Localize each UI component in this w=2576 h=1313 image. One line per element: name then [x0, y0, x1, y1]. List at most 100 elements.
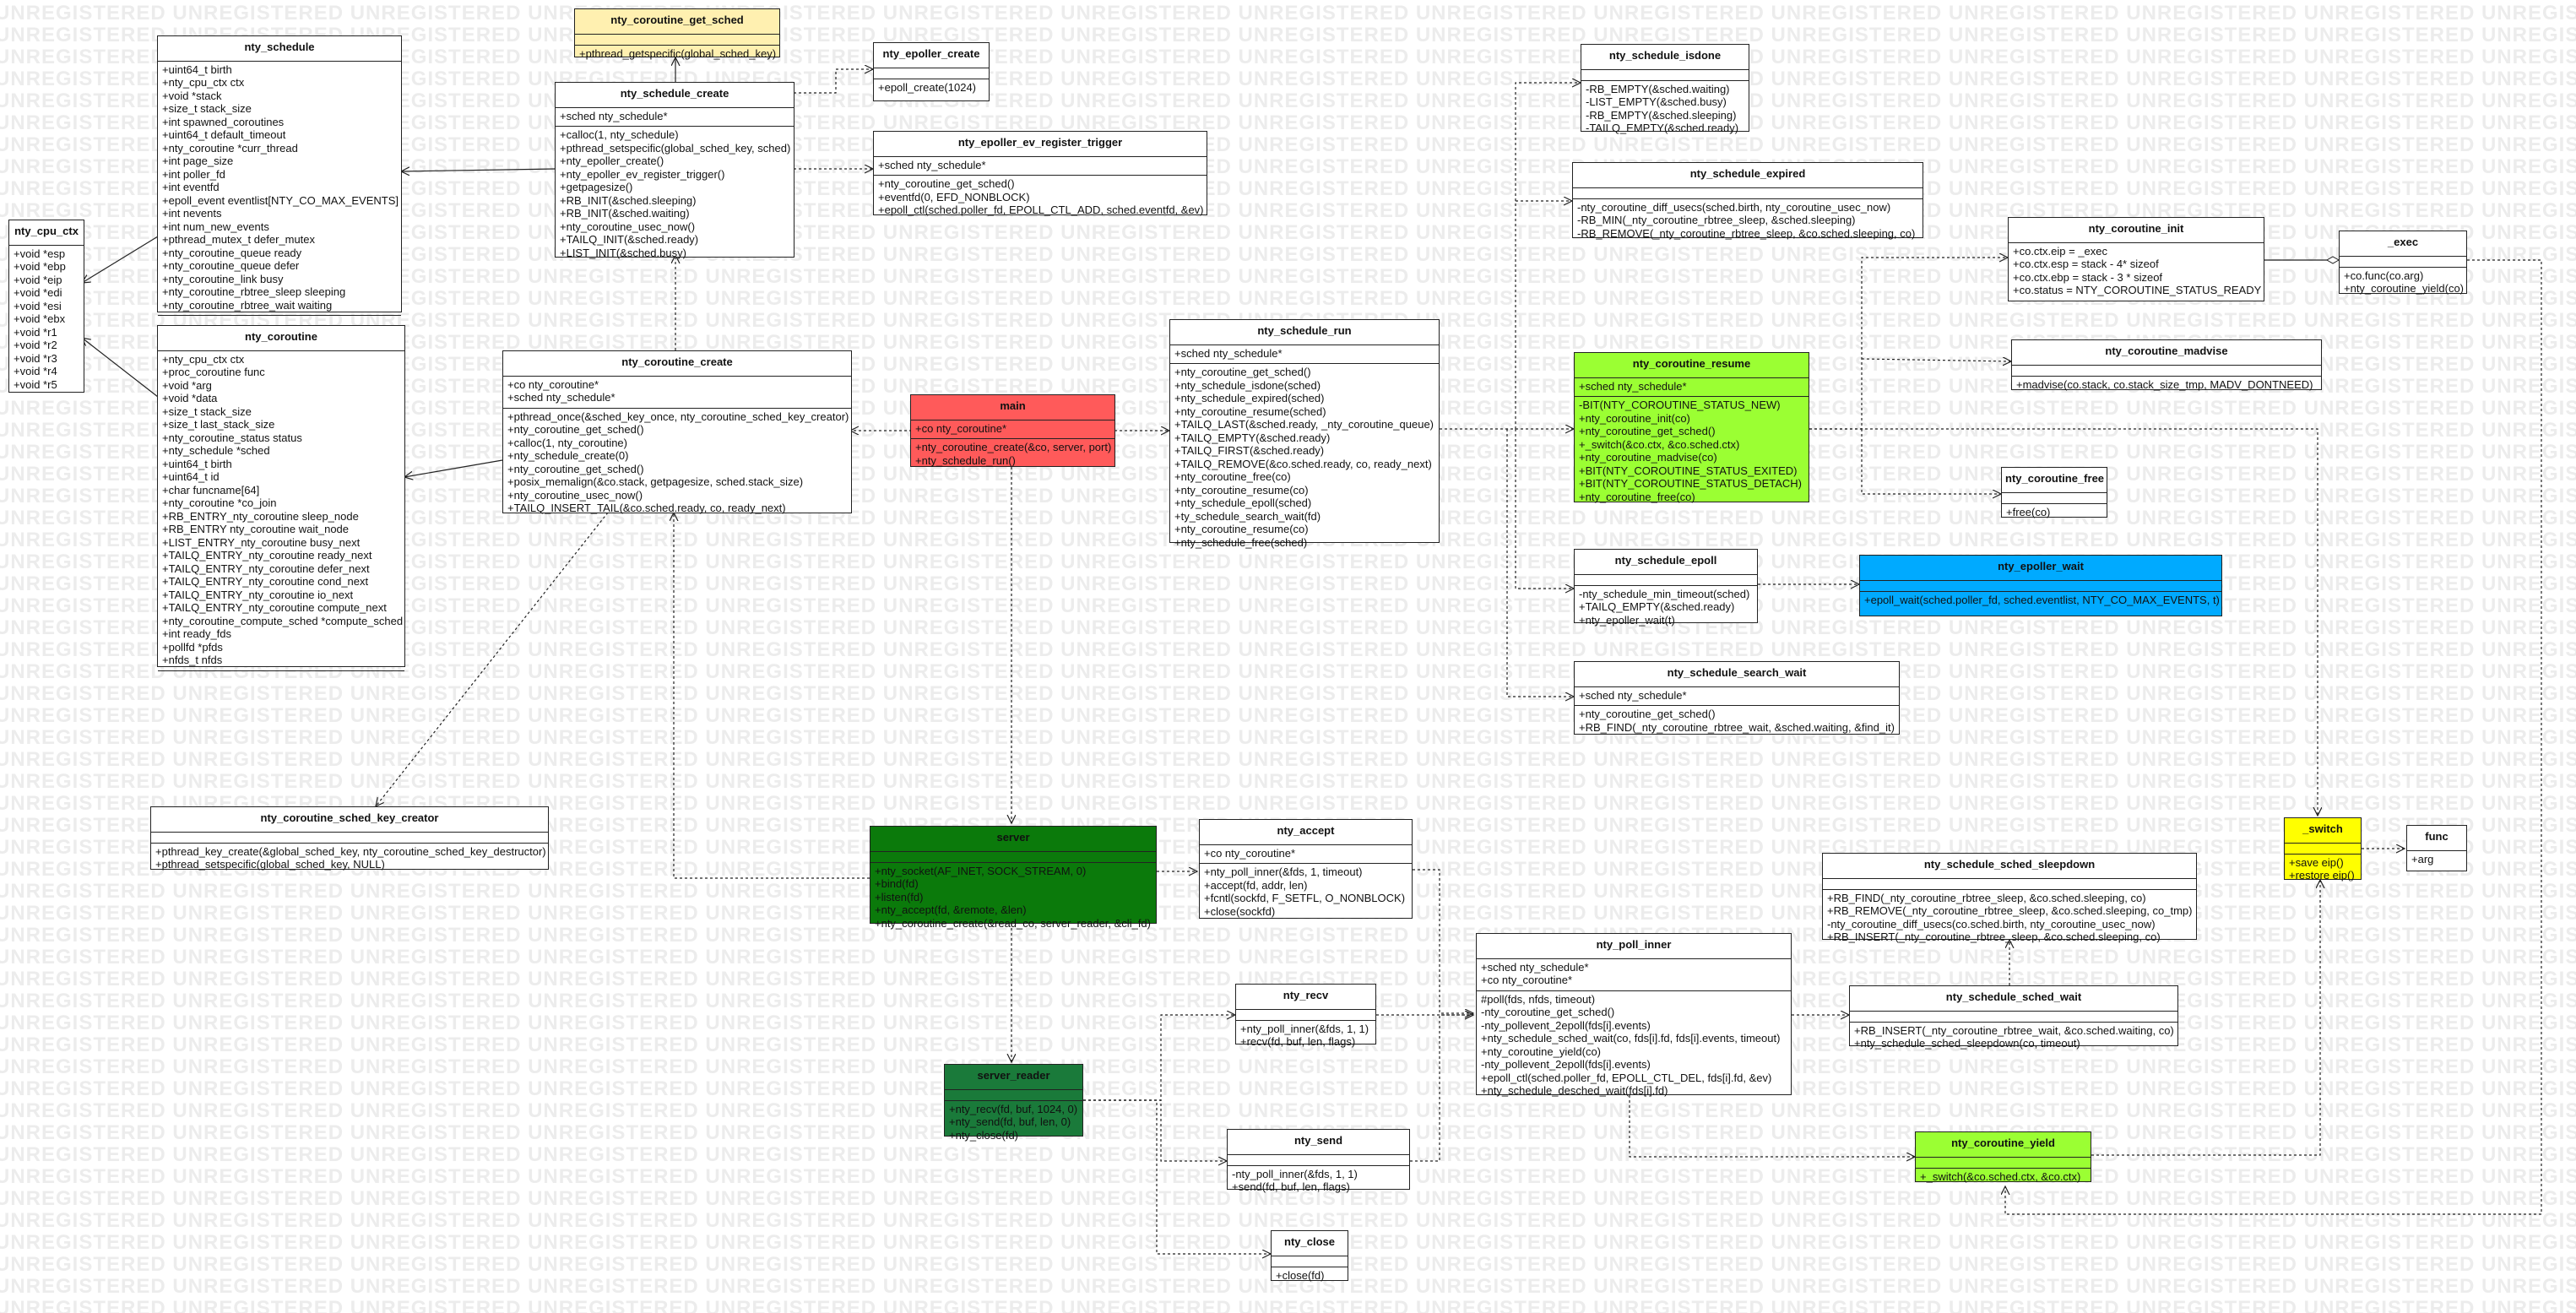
class-member: +TAILQ_EMPTY(&sched.ready): [1579, 600, 1735, 613]
class-member: -nty_poll_inner(&fds, 1, 1): [1232, 1167, 1358, 1180]
class-member: +TAILQ_INIT(&sched.ready): [560, 233, 699, 246]
class-member: +nty_send(fd, buf, len, 0): [949, 1115, 1071, 1128]
class-attributes: +sched nty_schedule*: [1575, 378, 1809, 397]
class-member: +nty_coroutine_rbtree_sleep sleeping: [162, 285, 346, 298]
class-nty-schedule-sched-sleepdown[interactable]: nty_schedule_sched_sleepdown+RB_FIND(_nt…: [1822, 853, 2197, 943]
class-nty-coroutine-resume[interactable]: nty_coroutine_resume+sched nty_schedule*…: [1574, 352, 1809, 503]
class-member: +nty_coroutine_init(co): [1579, 411, 1690, 425]
class-member: +uint64_t default_timeout: [162, 128, 286, 141]
class-func[interactable]: func+arg: [2406, 825, 2467, 871]
class-nty-coroutine-get-sched[interactable]: nty_coroutine_get_sched+pthread_getspeci…: [574, 8, 780, 60]
class-member: +nty_coroutine_queue defer: [162, 259, 300, 272]
class-member: +nty_epoller_wait(t): [1579, 613, 1675, 627]
class-attributes: +nty_cpu_ctx ctx+proc_coroutine func+voi…: [158, 351, 404, 671]
class-nty-epoller-ev-register-trigger[interactable]: nty_epoller_ev_register_trigger+sched nt…: [873, 131, 1207, 216]
class-member: +nty_coroutine_usec_now(): [507, 488, 643, 502]
class-nty-accept[interactable]: nty_accept+co nty_coroutine*+nty_poll_in…: [1199, 819, 1413, 919]
class-member: +ty_schedule_search_wait(fd): [1174, 509, 1321, 523]
class-nty-schedule-epoll[interactable]: nty_schedule_epoll-nty_schedule_min_time…: [1574, 549, 1758, 627]
class-member: +nty_coroutine_resume(sched): [1174, 404, 1326, 418]
class-member: +pollfd *pfds: [162, 640, 223, 654]
edge-resume-to-madvise: [1861, 359, 2011, 361]
class-member: +size_t stack_size: [162, 102, 252, 115]
class-nty-coroutine[interactable]: nty_coroutine+nty_cpu_ctx ctx+proc_corou…: [157, 325, 405, 671]
class-member: +void *data: [162, 392, 218, 404]
edge-coroutine-to-cpu-ctx: [82, 338, 159, 398]
class-nty-schedule-sched-wait[interactable]: nty_schedule_sched_wait +RB_INSERT(_nty_c…: [1849, 985, 2178, 1050]
class-title: nty_schedule_sched_wait: [1850, 986, 2177, 1012]
class-nty-schedule[interactable]: nty_schedule+uint64_t birth+nty_cpu_ctx …: [157, 35, 402, 316]
class-attributes: [2002, 493, 2107, 504]
class-server-reader[interactable]: server_reader+nty_recv(fd, buf, 1024, 0)…: [944, 1064, 1083, 1142]
class-exec[interactable]: _exec+co.func(co.arg)+nty_coroutine_yiel…: [2339, 231, 2467, 295]
class-nty-cpu-ctx[interactable]: nty_cpu_ctx+void *esp+void *ebp+void *ei…: [8, 220, 84, 393]
class-attributes: +co nty_coroutine*+sched nty_schedule*: [503, 377, 851, 409]
class-nty-poll-inner[interactable]: nty_poll_inner+sched nty_schedule*+co nt…: [1476, 933, 1792, 1097]
class-attributes: +sched nty_schedule*: [1575, 687, 1899, 706]
class-member: +close(fd): [1276, 1268, 1325, 1282]
class-member: +nty_coroutine_resume(co): [1174, 483, 1309, 496]
edge-coroutine-create-to-key-creator: [376, 512, 609, 806]
class-member: +void *ebp: [14, 260, 66, 273]
class-nty-coroutine-free[interactable]: nty_coroutine_free+free(co): [2001, 467, 2107, 518]
class-member: +nty_schedule_sched_wait(co, fds[i].fd, …: [1481, 1032, 1781, 1044]
class-operations: -nty_schedule_min_timeout(sched)+TAILQ_E…: [1575, 586, 1757, 631]
class-member: +nty_schedule_epoll(sched): [1174, 496, 1312, 509]
class-operations: +RB_INSERT(_nty_coroutine_rbtree_wait, &…: [1850, 1023, 2177, 1054]
class-member: +nty_recv(fd, buf, 1024, 0): [949, 1102, 1078, 1115]
class-title: nty_send: [1228, 1130, 1409, 1155]
class-member: +co.ctx.eip = _exec: [2013, 244, 2108, 258]
class-member: +void *ebx: [14, 312, 66, 325]
class-server[interactable]: server+nty_socket(AF_INET, SOCK_STREAM, …: [870, 826, 1157, 930]
watermark-line: UNREGISTERED UNREGISTERED UNREGISTERED U…: [0, 616, 2576, 639]
class-nty-schedule-search-wait[interactable]: nty_schedule_search_wait+sched nty_sched…: [1574, 661, 1900, 735]
class-nty-coroutine-create[interactable]: nty_coroutine_create+co nty_coroutine*+s…: [502, 350, 852, 514]
class-member: +RB_ENTRY nty_coroutine wait_node: [162, 523, 350, 535]
class-member: -nty_coroutine_get_sched(): [1481, 1006, 1615, 1018]
watermark-line: UNREGISTERED UNREGISTERED UNREGISTERED U…: [0, 748, 2576, 771]
class-member: +nty_coroutine_status status: [162, 431, 302, 444]
class-switch[interactable]: _switch+save eip()+restore eip(): [2284, 817, 2362, 882]
class-nty-schedule-expired[interactable]: nty_schedule_expired-nty_coroutine_diff_…: [1572, 162, 1923, 240]
class-member: +co nty_coroutine*: [1204, 846, 1296, 860]
class-member: +eventfd(0, EFD_NONBLOCK): [878, 190, 1030, 203]
class-nty-send[interactable]: nty_send-nty_poll_inner(&fds, 1, 1)+send…: [1227, 1129, 1410, 1193]
class-nty-epoller-wait[interactable]: nty_epoller_wait+epoll_wait(sched.poller…: [1859, 555, 2222, 616]
watermark-line: UNREGISTERED UNREGISTERED UNREGISTERED U…: [0, 177, 2576, 200]
class-member: +nty_coroutine_get_sched(): [878, 177, 1015, 190]
class-operations: +nty_coroutine_get_sched()+eventfd(0, EF…: [874, 176, 1207, 220]
class-member: +nty_cpu_ctx ctx: [162, 352, 245, 366]
class-nty-coroutine-madvise[interactable]: nty_coroutine_madvise+madvise(co.stack, …: [2011, 339, 2322, 391]
class-member: +RB_INSERT(_nty_coroutine_rbtree_wait, &…: [1854, 1023, 2174, 1037]
watermark-line: UNREGISTERED UNREGISTERED UNREGISTERED U…: [0, 704, 2576, 727]
class-attributes: +sched nty_schedule*: [874, 157, 1207, 176]
class-nty-coroutine-yield[interactable]: nty_coroutine_yield+_switch(&co.sched.ct…: [1915, 1131, 2091, 1183]
class-member: +int nevents: [162, 207, 222, 220]
watermark-line: UNREGISTERED UNREGISTERED UNREGISTERED U…: [0, 1297, 2576, 1313]
watermark-line: UNREGISTERED UNREGISTERED UNREGISTERED U…: [0, 1099, 2576, 1122]
class-operations: +pthread_key_create(&global_sched_key, n…: [151, 844, 548, 875]
class-member: +pthread_getspecific(global_sched_key): [579, 46, 777, 60]
class-nty-coroutine-init[interactable]: nty_coroutine_init+co.ctx.eip = _exec+co…: [2008, 217, 2264, 301]
watermark-line: UNREGISTERED UNREGISTERED UNREGISTERED U…: [0, 682, 2576, 705]
class-nty-schedule-run[interactable]: nty_schedule_run+sched nty_schedule*+nty…: [1169, 319, 1440, 549]
watermark-line: UNREGISTERED UNREGISTERED UNREGISTERED U…: [0, 133, 2576, 156]
class-member: -RB_EMPTY(&sched.sleeping): [1586, 108, 1737, 122]
class-nty-recv[interactable]: nty_recv+nty_poll_inner(&fds, 1, 1)+recv…: [1235, 984, 1376, 1048]
class-attributes: +co nty_coroutine*: [911, 420, 1114, 439]
class-attributes: [1860, 581, 2221, 592]
class-main[interactable]: main+co nty_coroutine*+nty_coroutine_cre…: [910, 394, 1115, 467]
watermark-line: UNREGISTERED UNREGISTERED UNREGISTERED U…: [0, 1209, 2576, 1232]
class-member: +madvise(co.stack, co.stack_size_tmp, MA…: [2016, 377, 2313, 391]
class-operations: [158, 671, 404, 681]
class-nty-schedule-create[interactable]: nty_schedule_create+sched nty_schedule*+…: [555, 82, 794, 259]
class-operations: -nty_coroutine_diff_usecs(sched.birth, n…: [1573, 199, 1923, 244]
class-member: +void *esp: [14, 247, 66, 260]
class-member: +nty_schedule_run(): [915, 453, 1016, 467]
class-nty-epoller-create[interactable]: nty_epoller_create+epoll_create(1024): [873, 42, 990, 101]
class-nty-close[interactable]: nty_close+close(fd): [1271, 1230, 1348, 1282]
edge-schedule-create-to-epoller-create: [794, 69, 873, 94]
class-member: +nty_schedule_create(0): [507, 449, 629, 462]
class-nty-coroutine-sched-key-creator[interactable]: nty_coroutine_sched_key_creator+pthread_…: [150, 806, 549, 871]
class-nty-schedule-isdone[interactable]: nty_schedule_isdone-RB_EMPTY(&sched.wait…: [1581, 44, 1749, 134]
